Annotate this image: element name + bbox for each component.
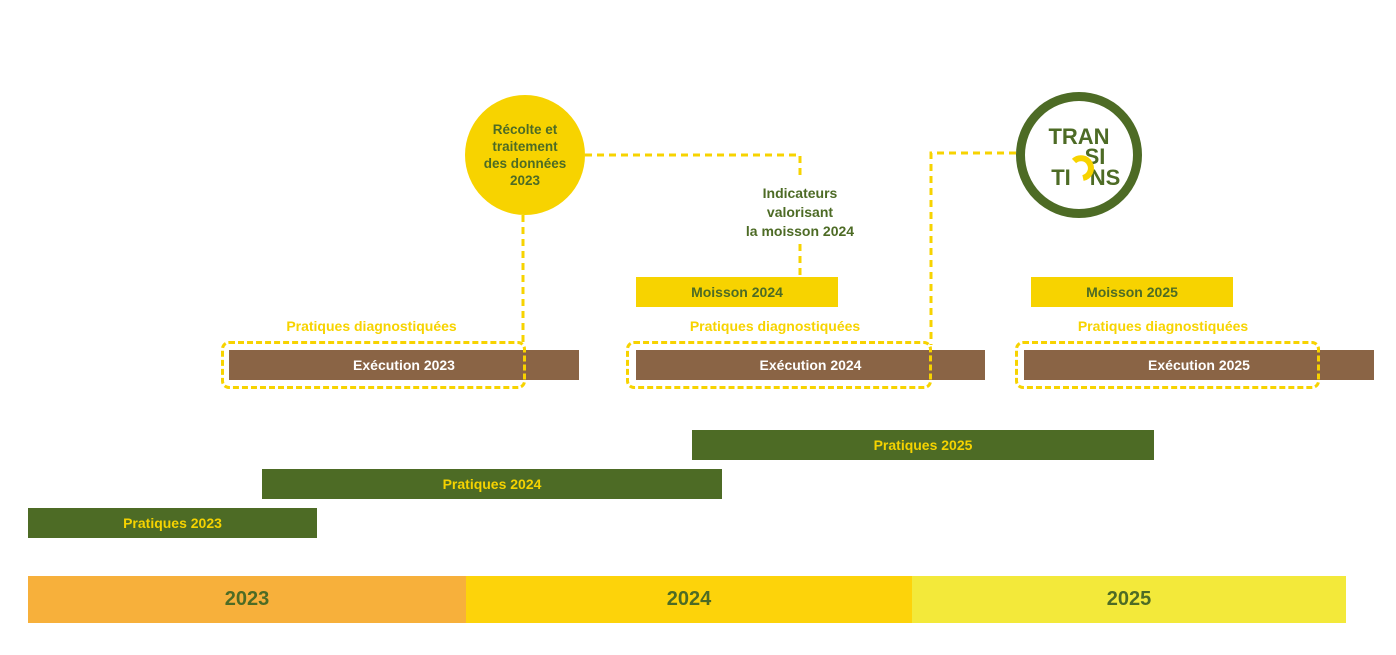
data-collection-circle: Récolte et traitement des données 2023 (465, 95, 585, 215)
diagnostic-box-2024 (626, 341, 932, 389)
diagnostic-label-2024: Pratiques diagnostiquées (689, 318, 861, 334)
execution-2024-bar: Exécution 2024 (636, 350, 985, 380)
data-collection-line-3: des données (483, 156, 567, 171)
pratiques-2023-bar: Pratiques 2023 (28, 508, 317, 538)
data-collection-line-1: Récolte et (492, 122, 558, 137)
svg-text:TRAN: TRAN (1048, 124, 1109, 149)
indicators-line-1: Indicateurs (762, 185, 838, 201)
execution-2025-bar: Exécution 2025 (1024, 350, 1374, 380)
connector-logo-to-exec2024 (929, 151, 1016, 345)
moisson-2025-bar: Moisson 2025 (1031, 277, 1233, 307)
indicators-line-2: valorisant (766, 204, 834, 220)
moisson-2024-bar: Moisson 2024 (636, 277, 838, 307)
diagnostic-box-2023 (221, 341, 526, 389)
year-2025-segment: 2025 (912, 576, 1346, 623)
svg-text:NS: NS (1090, 165, 1121, 190)
svg-text:TI: TI (1051, 165, 1071, 190)
diagnostic-label-2025: Pratiques diagnostiquées (1077, 318, 1249, 334)
indicators-text: Indicateurs valorisant la moisson 2024 (715, 184, 885, 241)
pratiques-2025-bar: Pratiques 2025 (692, 430, 1154, 460)
transitions-logo: TRAN SI TI NS (1016, 92, 1142, 218)
diagnostic-label-2023: Pratiques diagnostiquées (286, 318, 457, 334)
data-collection-line-2: traitement (492, 139, 558, 154)
pratiques-2024-bar: Pratiques 2024 (262, 469, 722, 499)
diagnostic-box-2025 (1015, 341, 1320, 389)
connector-data-to-moisson2024 (585, 153, 802, 178)
indicators-line-3: la moisson 2024 (745, 223, 855, 239)
transitions-logo-graphic: TRAN SI TI NS (1048, 124, 1121, 190)
year-2024-segment: 2024 (466, 576, 912, 623)
data-collection-line-4: 2023 (509, 173, 541, 188)
execution-2023-bar: Exécution 2023 (229, 350, 579, 380)
year-2023-segment: 2023 (28, 576, 466, 623)
